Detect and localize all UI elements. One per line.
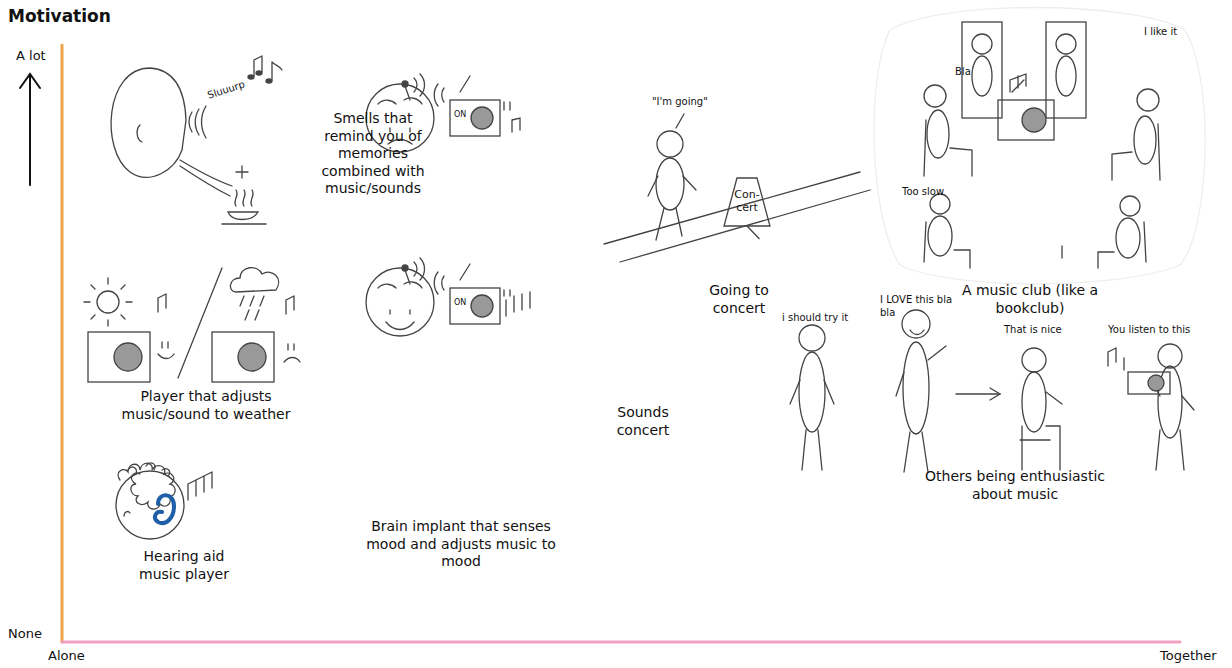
label: Too slow	[902, 186, 944, 199]
label: A music club (like a bookclub)	[950, 282, 1110, 317]
sign-board: Con- cert	[722, 176, 772, 240]
label: Others being enthusiastic about music	[904, 468, 1126, 503]
label: I LOVE this bla bla	[880, 294, 960, 319]
label: Motivation	[8, 6, 111, 27]
label: Bla	[955, 66, 971, 79]
sign-text-holder: Con- cert	[722, 176, 772, 220]
label: Brain implant that senses mood and adjus…	[354, 518, 568, 571]
label: ON	[454, 298, 466, 308]
label: Hearing aid music player	[128, 548, 240, 583]
label: i should try it	[782, 312, 848, 325]
label: ON	[454, 110, 466, 120]
label: Player that adjusts music/sound to weath…	[108, 388, 304, 423]
label: Going to concert	[696, 282, 782, 317]
label: Smells that remind you of memories combi…	[312, 110, 434, 198]
label: I like it	[1144, 26, 1177, 39]
label: A lot	[16, 48, 46, 64]
sign-text: Con- cert	[730, 188, 764, 214]
label: You listen to this	[1108, 324, 1190, 337]
label: That is nice	[1004, 324, 1062, 337]
label: "I'm going"	[652, 96, 708, 109]
label: Together	[1160, 648, 1217, 664]
label: Sluuurp	[206, 78, 247, 102]
label: Alone	[48, 648, 85, 664]
label: Sounds concert	[606, 404, 680, 439]
label: None	[8, 626, 42, 642]
